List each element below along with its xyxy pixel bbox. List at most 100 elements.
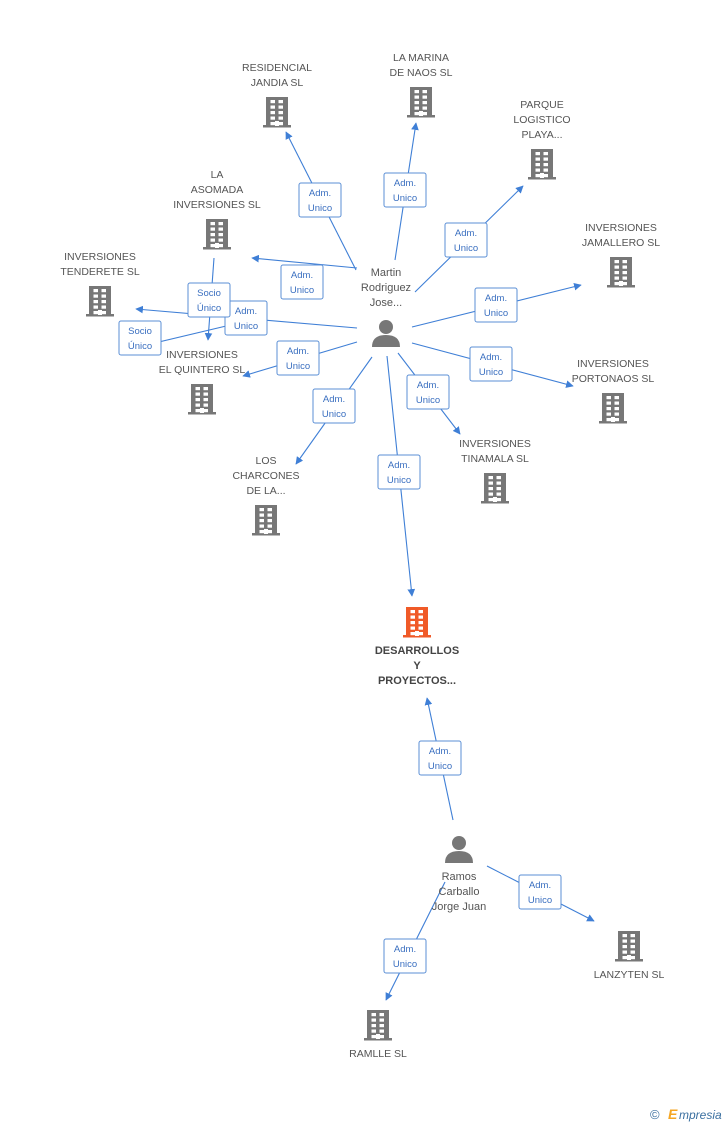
node-label: INVERSIONES (585, 222, 657, 234)
relation-badge-text: Socio (197, 288, 221, 299)
node-jamallero[interactable]: INVERSIONES JAMALLERO SL (582, 222, 660, 288)
node-desarrollos[interactable]: DESARROLLOS Y PROYECTOS... (375, 607, 459, 687)
relation-badge-text: Unico (454, 243, 478, 254)
node-label: PROYECTOS... (378, 675, 456, 687)
relation-badge-box (312, 388, 356, 424)
relation-badge[interactable]: Adm. Unico (312, 388, 356, 424)
relation-badge-text: Adm. (388, 460, 410, 471)
relation-badge-box (187, 282, 231, 318)
relation-badge[interactable]: Adm.Unico (276, 340, 320, 376)
relation-badge-text: Adm. (480, 352, 502, 363)
copyright-symbol: © (650, 1107, 660, 1122)
relation-badge[interactable]: Adm.Unico (418, 740, 462, 776)
relation-badge-text: Unico (528, 895, 552, 906)
relation-badge-text: Adm. (394, 944, 416, 955)
node-label: INVERSIONES SL (173, 199, 261, 211)
node-ramlle[interactable]: RAMLLE SL (349, 1010, 407, 1060)
node-label: Ramos (442, 871, 477, 883)
node-label: Jorge Juan (432, 901, 486, 913)
relation-badge-box (276, 340, 320, 376)
building-icon (86, 286, 114, 317)
relation-badge-text: Unico (479, 367, 503, 378)
relation-badge-text: Adm. (394, 178, 416, 189)
relation-badge-text: Unico (322, 409, 346, 420)
node-tenderete[interactable]: INVERSIONES TENDERETE SL (60, 251, 140, 317)
relation-badge[interactable]: Adm. Unico (469, 346, 513, 382)
node-label: Martin (371, 267, 402, 279)
node-label: LOGISTICO (513, 114, 570, 126)
node-label: INVERSIONES (459, 438, 531, 450)
relation-badge-box (469, 346, 513, 382)
relation-badge-box (280, 264, 324, 300)
relation-badge-text: Socio (128, 326, 152, 337)
building-icon (364, 1010, 392, 1041)
node-label: Jose... (370, 297, 402, 309)
building-icon (252, 505, 280, 536)
node-label: Rodriguez (361, 282, 411, 294)
relation-badge[interactable]: Adm. Unico (383, 172, 427, 208)
node-martin[interactable]: MartinRodriguezJose... (361, 267, 411, 347)
brand-name: mpresia (679, 1108, 722, 1122)
edge-martin-asomada (251, 254, 358, 269)
building-icon (481, 473, 509, 504)
node-label: Y (413, 660, 421, 672)
building-icon (607, 257, 635, 288)
relation-labels-layer: Adm.UnicoAdm.UnicoAdm.UnicoAdm.UnicoAdm.… (118, 172, 562, 974)
relation-badge[interactable]: Adm. Unico (444, 222, 488, 258)
relation-badge-box (518, 874, 562, 910)
relation-badge[interactable]: Adm. Unico (377, 454, 421, 490)
relation-badge-box (224, 300, 268, 336)
relation-badge-box (118, 320, 162, 356)
relation-badge-text: Único (197, 303, 221, 314)
relation-badge[interactable]: Adm.Unico (224, 300, 268, 336)
building-icon (528, 149, 556, 180)
building-icon (403, 607, 431, 638)
relation-badge-text: Adm. (529, 880, 551, 891)
relation-badge-text: Unico (416, 395, 440, 406)
relation-badge[interactable]: Adm.Unico (406, 374, 450, 410)
relation-badge-box (406, 374, 450, 410)
relation-badge-box (377, 454, 421, 490)
node-label: DE NAOS SL (389, 67, 452, 79)
relation-badge-text: Adm. (323, 394, 345, 405)
node-label: DESARROLLOS (375, 645, 459, 657)
relation-badge[interactable]: Adm.Unico (298, 182, 342, 218)
node-label: PARQUE (520, 99, 564, 111)
relation-badge-text: Unico (393, 193, 417, 204)
node-label: RAMLLE SL (349, 1048, 407, 1060)
node-label: TINAMALA SL (461, 453, 529, 465)
node-tinamala[interactable]: INVERSIONES TINAMALA SL (459, 438, 531, 504)
node-label: INVERSIONES (577, 358, 649, 370)
building-icon (263, 97, 291, 128)
building-icon (188, 384, 216, 415)
brand-watermark[interactable]: © E mpresia (650, 1106, 722, 1122)
node-label: TENDERETE SL (60, 266, 140, 278)
building-icon (407, 87, 435, 118)
node-parque[interactable]: PARQUELOGISTICOPLAYA... (513, 99, 571, 180)
relation-badge[interactable]: Adm.Unico (280, 264, 324, 300)
relation-badge[interactable]: Adm.Unico (474, 287, 518, 323)
edges-layer (124, 122, 595, 1001)
relation-badge-box (383, 938, 427, 974)
relation-badge-text: Adm. (455, 228, 477, 239)
brand-initial: E (668, 1106, 678, 1122)
person-icon (372, 320, 400, 347)
node-label: JAMALLERO SL (582, 237, 660, 249)
relation-badge-text: Unico (387, 475, 411, 486)
relation-badge[interactable]: Adm.Unico (383, 938, 427, 974)
person-icon (445, 836, 473, 863)
node-lanzyten[interactable]: LANZYTEN SL (594, 931, 665, 981)
node-label: INVERSIONES (64, 251, 136, 263)
relation-badge-text: Adm. (287, 346, 309, 357)
relation-badge[interactable]: Adm. Unico (518, 874, 562, 910)
node-label: JANDIA SL (251, 77, 304, 89)
